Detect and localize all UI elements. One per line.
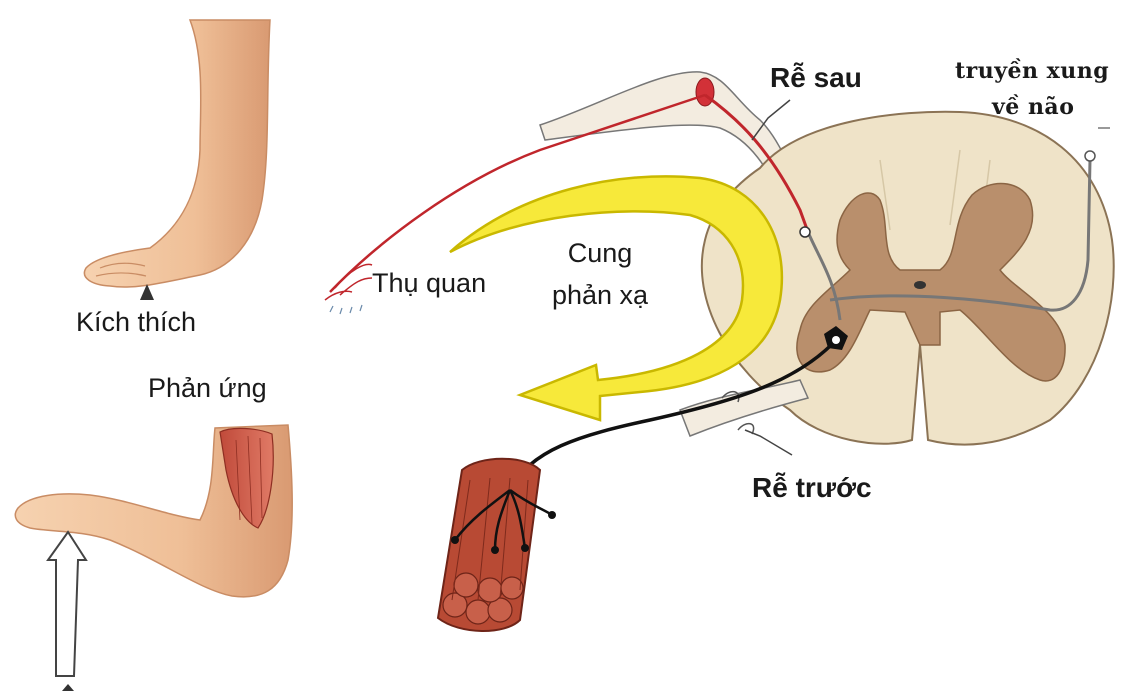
upward-motion-arrow <box>48 532 86 676</box>
to-brain-label-line1: truyền xung <box>955 58 1109 84</box>
to-brain-label-line2: về não <box>992 94 1074 120</box>
upper-arm-illustration <box>84 20 270 300</box>
ventral-root-label: Rễ trước <box>752 472 872 504</box>
receptor-endings <box>330 305 362 314</box>
reflex-arc-label-line2: phản xạ <box>540 280 660 311</box>
muscle-bundle <box>438 459 556 631</box>
receptor-label: Thụ quan <box>372 268 486 299</box>
central-canal <box>914 281 926 289</box>
dorsal-root-label: Rễ sau <box>770 62 862 94</box>
lower-arm-illustration <box>15 425 292 691</box>
reflex-arc-label-line1: Cung <box>550 238 650 269</box>
response-label: Phản ứng <box>148 373 267 404</box>
stimulus-label: Kích thích <box>76 307 196 338</box>
